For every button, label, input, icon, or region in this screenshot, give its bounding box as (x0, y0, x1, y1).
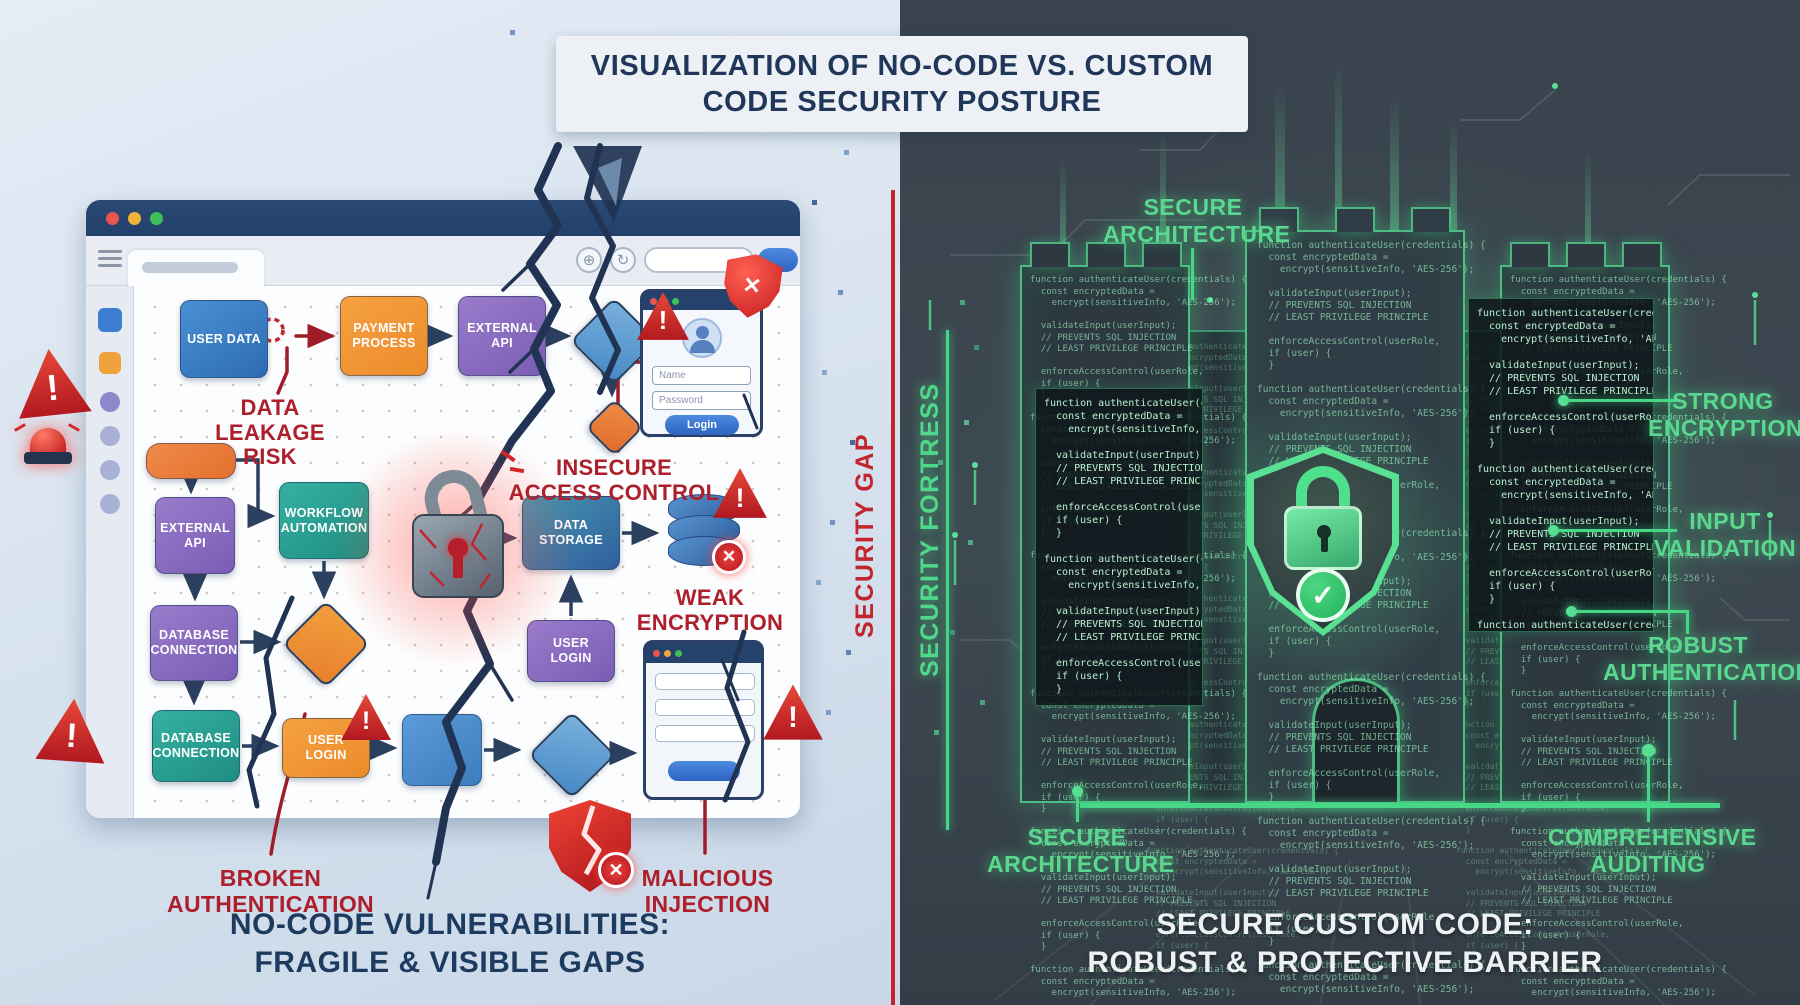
sidebar-tool-3[interactable] (100, 494, 120, 514)
sidebar-tool-orange[interactable] (99, 352, 121, 374)
sidebar-tool-1[interactable] (100, 426, 120, 446)
avatar-icon (682, 318, 722, 358)
main-title: VISUALIZATION OF NO-CODE VS. CUSTOM CODE… (556, 36, 1248, 132)
flow-node-database-connection-2[interactable]: DATABASE CONNECTION (152, 710, 240, 782)
tab-title-placeholder (142, 262, 238, 273)
feature-label-input-validation: INPUT VALIDATION (1653, 508, 1797, 562)
feature-label-secure-architecture-top: SECURE ARCHITECTURE (1103, 194, 1291, 248)
light-beam (1390, 95, 1399, 235)
form-field[interactable] (655, 673, 755, 690)
connector-dot (1642, 744, 1655, 757)
flow-node-payment-process[interactable]: PAYMENT PROCESS (340, 296, 428, 376)
error-x-icon: ✕ (598, 852, 634, 888)
flow-node-external-api[interactable]: EXTERNAL API (458, 296, 546, 376)
light-beam (1450, 120, 1457, 240)
browser-tab[interactable] (128, 250, 264, 286)
code-panel-right: function authenticateUser(credentials) {… (1468, 298, 1654, 632)
refresh-icon[interactable]: ↻ (610, 247, 636, 273)
login-name-field[interactable]: Name (652, 366, 751, 385)
flow-node-blank-2[interactable] (402, 714, 482, 786)
flow-node-database-connection[interactable]: DATABASE CONNECTION (150, 605, 238, 681)
minimize-button[interactable] (128, 212, 141, 225)
risk-label-data-leakage: DATA LEAKAGE RISK (215, 395, 325, 470)
risk-label-insecure-access: INSECURE ACCESS CONTROL (508, 455, 720, 505)
padlock-cracks (419, 523, 492, 589)
form-submit-button[interactable] (668, 761, 740, 781)
risk-label-malicious-injection: MALICIOUS INJECTION (641, 865, 774, 917)
security-gap-label: SECURITY GAP (851, 432, 879, 638)
form-window (643, 640, 764, 800)
flow-node-external-api-2[interactable]: EXTERNAL API (155, 497, 235, 574)
globe-icon[interactable]: ⊕ (576, 247, 602, 273)
sidebar-tool-purple[interactable] (100, 392, 120, 412)
form-field[interactable] (655, 699, 755, 716)
feature-label-strong-encryption: STRONG ENCRYPTION (1648, 388, 1800, 442)
connector-line (1647, 756, 1650, 822)
feature-label-robust-authentication: ROBUST AUTHENTICATION (1603, 632, 1800, 686)
broken-padlock-icon (398, 449, 525, 610)
login-password-field[interactable]: Password (652, 391, 751, 410)
divider-red-line (891, 190, 895, 1005)
menu-icon[interactable] (98, 246, 122, 271)
connector-line (1575, 610, 1688, 613)
connector-line (1686, 610, 1689, 634)
login-button[interactable]: Login (665, 415, 739, 435)
browser-toolbar: ⊕ ↻ (86, 236, 800, 286)
padlock-body (1284, 506, 1362, 570)
maximize-button[interactable] (150, 212, 163, 225)
risk-label-broken-auth: BROKEN AUTHENTICATION (167, 865, 374, 917)
security-fortress-label: SECURITY FORTRESS (916, 382, 944, 678)
feature-label-secure-architecture-bottom: SECURE ARCHITECTURE (987, 824, 1175, 878)
builder-sidebar (86, 286, 134, 818)
sidebar-tool-blue[interactable] (98, 308, 122, 332)
close-button[interactable] (106, 212, 119, 225)
left-caption: NO-CODE VULNERABILITIES: FRAGILE & VISIB… (229, 908, 671, 979)
sidebar-tool-2[interactable] (100, 460, 120, 480)
risk-label-weak-encryption: WEAK ENCRYPTION (636, 585, 784, 635)
connector-line (1076, 796, 1079, 822)
siren-icon (14, 423, 80, 468)
check-icon: ✓ (1296, 568, 1350, 622)
connector-dot (1072, 786, 1083, 797)
right-caption: SECURE CUSTOM CODE: ROBUST & PROTECTIVE … (1087, 908, 1603, 979)
pixel-debris-right (960, 300, 965, 305)
form-field[interactable] (655, 725, 755, 742)
error-x-icon: ✕ (712, 540, 746, 574)
browser-titlebar (86, 200, 800, 236)
fortress-base-glow (1080, 803, 1720, 808)
flow-node-user-data[interactable]: USER DATA (180, 300, 268, 378)
feature-label-comprehensive-auditing: COMPREHENSIVE AUDITING (1548, 824, 1757, 878)
code-panel-left: function authenticateUser(credentials) {… (1035, 388, 1203, 706)
connector-line (1191, 248, 1194, 300)
form-window-titlebar (646, 643, 761, 663)
